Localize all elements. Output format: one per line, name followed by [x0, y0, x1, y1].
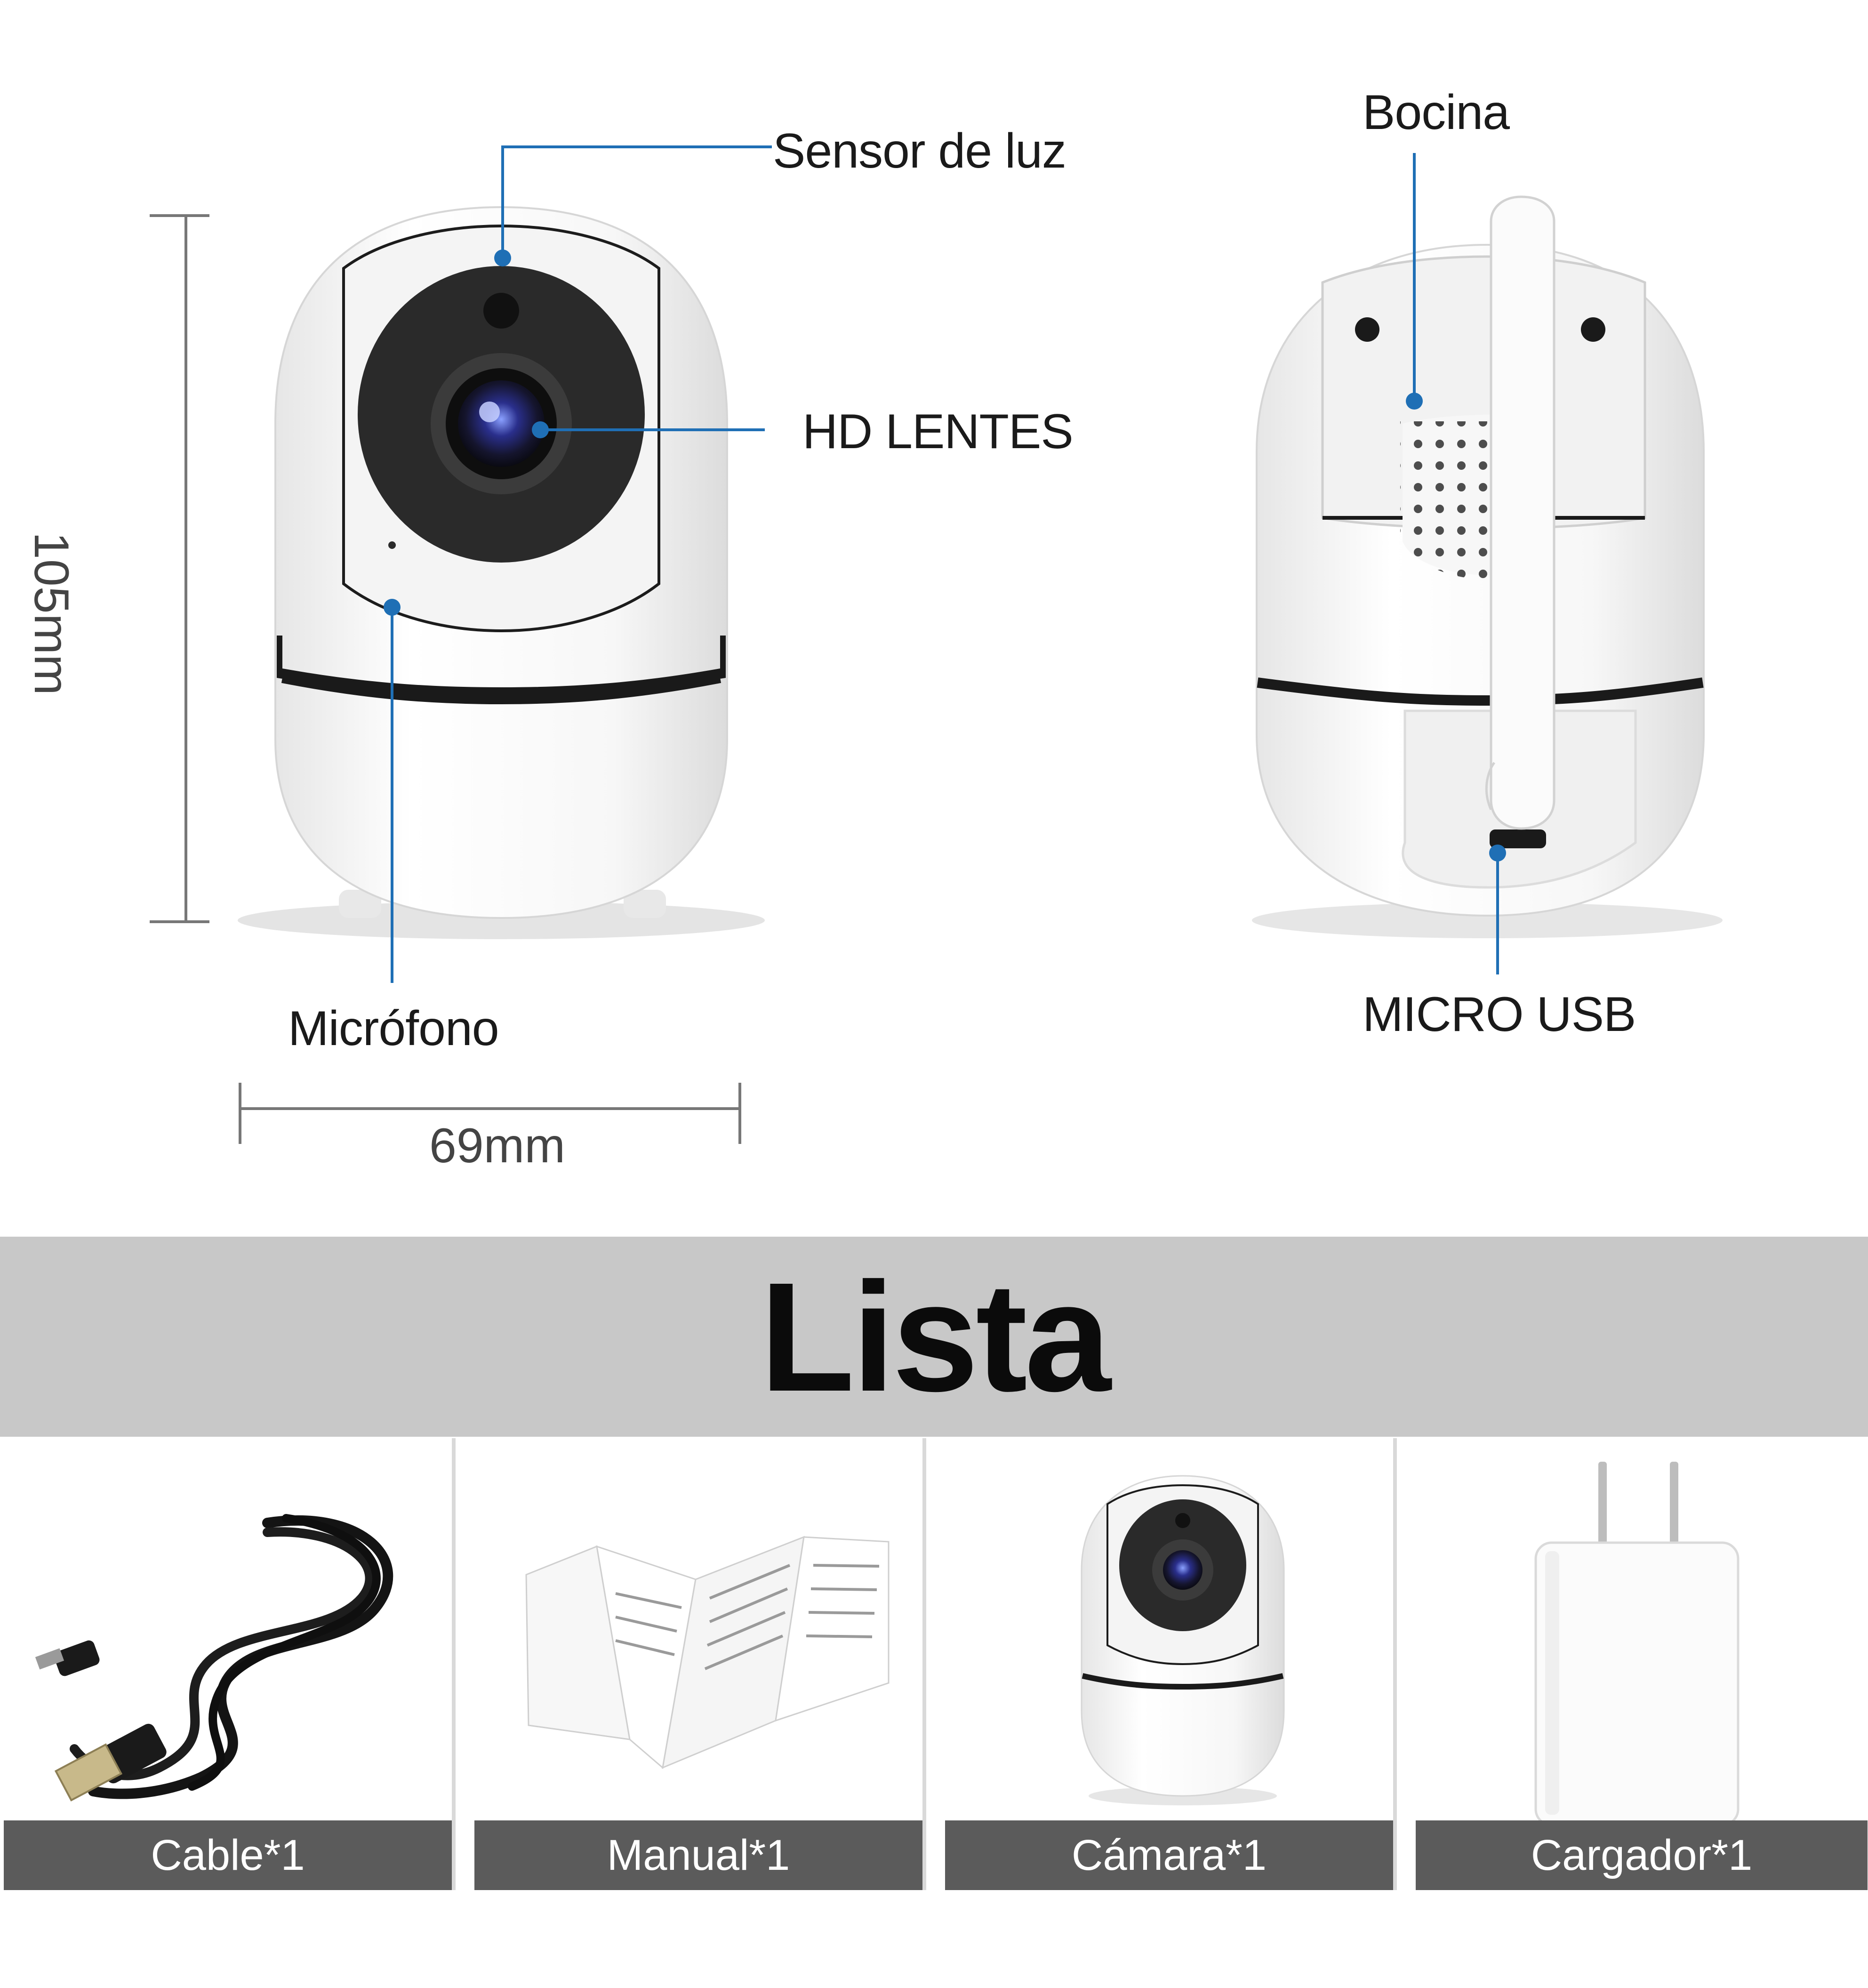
list-item-charger: Cargador*1 [1416, 1438, 1868, 1890]
micro-usb-label: MICRO USB [1363, 987, 1636, 1042]
list-title: Lista [760, 1249, 1111, 1424]
height-dimension-label: 105mm [24, 532, 79, 695]
front-callout-lines [391, 145, 772, 983]
light-sensor-label: Sensor de luz [773, 124, 1066, 178]
height-dimension-line [150, 214, 209, 923]
camera-caption: Cámara*1 [945, 1820, 1393, 1890]
front-camera-illustration [238, 206, 765, 939]
cable-caption: Cable*1 [4, 1820, 452, 1890]
width-dimension-line [239, 1083, 741, 1144]
camera-icon [1081, 1475, 1285, 1805]
usb-cable-icon [35, 1514, 393, 1802]
back-camera-illustration [1252, 195, 1723, 938]
speaker-label: Bocina [1363, 85, 1510, 140]
list-item-cable: Cable*1 [4, 1438, 456, 1890]
back-callout-dots [1406, 393, 1506, 861]
width-dimension-label: 69mm [429, 1119, 565, 1173]
microphone-label: Micrófono [288, 1001, 499, 1056]
charger-caption: Cargador*1 [1416, 1820, 1868, 1890]
back-callout-lines [1413, 153, 1499, 974]
manual-booklet-icon [525, 1536, 890, 1769]
hd-lens-label: HD LENTES [802, 404, 1074, 459]
front-callout-dots [384, 250, 549, 616]
list-item-manual: Manual*1 [474, 1438, 926, 1890]
list-item-camera: Cámara*1 [945, 1438, 1397, 1890]
list-banner [0, 1237, 1868, 1437]
manual-caption: Manual*1 [474, 1820, 922, 1890]
charger-plug-icon [1534, 1462, 1740, 1827]
